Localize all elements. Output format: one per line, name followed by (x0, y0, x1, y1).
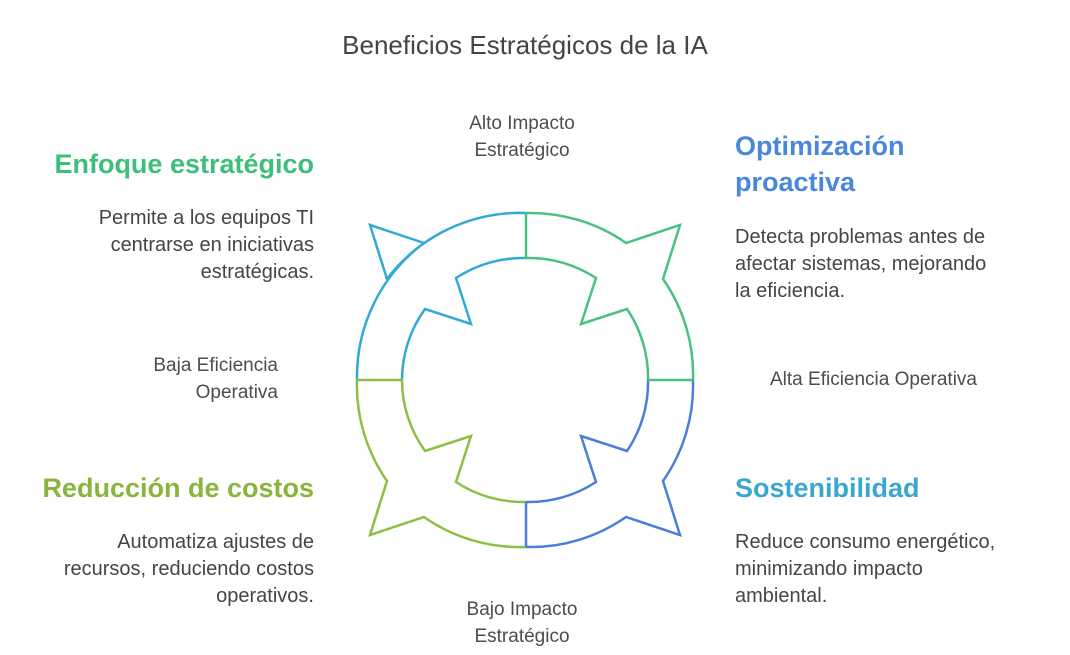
arc-bottom-right (525, 379, 695, 549)
axis-label-left: Baja Eficiencia Operativa (100, 352, 278, 406)
axis-bottom-line-2: Estratégico (474, 626, 570, 647)
desc-line: Permite a los equipos TI (98, 207, 314, 229)
axis-label-right: Alta Eficiencia Operativa (770, 369, 977, 390)
desc-line: Detecta problemas antes de (735, 226, 986, 248)
inner-arc-bottom-left (400, 379, 527, 504)
heading-line: Optimización (735, 131, 905, 161)
inner-arc-bottom-right (525, 379, 650, 504)
desc-line: recursos, reduciendo costos (63, 558, 314, 580)
heading-sostenibilidad: Sostenibilidad (735, 473, 920, 503)
heading-line: proactiva (735, 167, 856, 197)
arc-top-right (525, 211, 695, 381)
desc-line: operativos. (216, 585, 314, 607)
desc-line: estratégicas. (200, 261, 314, 283)
arc-top-left (355, 211, 527, 381)
desc-line: afectar sistemas, mejorando (735, 253, 987, 275)
axis-left-line-2: Operativa (195, 382, 278, 403)
axis-label-top: Alto Impacto Estratégico (412, 110, 632, 164)
desc-reduccion-de-costos: Automatiza ajustes de recursos, reducien… (64, 529, 314, 610)
heading-reduccion-de-costos: Reducción de costos (42, 473, 314, 503)
desc-line: Reduce consumo energético, (735, 531, 996, 553)
axis-top-line-1: Alto Impacto (469, 113, 575, 134)
desc-optimizacion-proactiva: Detecta problemas antes de afectar siste… (735, 224, 986, 305)
heading-enfoque-estrategico: Enfoque estratégico (54, 149, 314, 179)
desc-line: centrarse en iniciativas (110, 234, 314, 256)
desc-line: ambiental. (735, 585, 828, 607)
desc-sostenibilidad: Reduce consumo energético, minimizando i… (735, 529, 995, 610)
heading-optimizacion-proactiva: Optimización proactiva (735, 128, 905, 200)
desc-line: la eficiencia. (735, 280, 846, 302)
diagram-title: Beneficios Estratégicos de la IA (342, 30, 708, 60)
axis-left-line-1: Baja Eficiencia (153, 355, 278, 376)
axis-label-bottom: Bajo Impacto Estratégico (412, 596, 632, 650)
desc-line: Automatiza ajustes de (117, 531, 314, 553)
axis-top-line-2: Estratégico (474, 140, 570, 161)
desc-enfoque-estrategico: Permite a los equipos TI centrarse en in… (99, 205, 314, 286)
arc-bottom-left (355, 379, 527, 549)
desc-line: minimizando impacto (735, 558, 923, 580)
inner-arc-top-right (525, 256, 650, 381)
inner-arc-top-left (400, 256, 527, 381)
axis-bottom-line-1: Bajo Impacto (466, 599, 578, 620)
